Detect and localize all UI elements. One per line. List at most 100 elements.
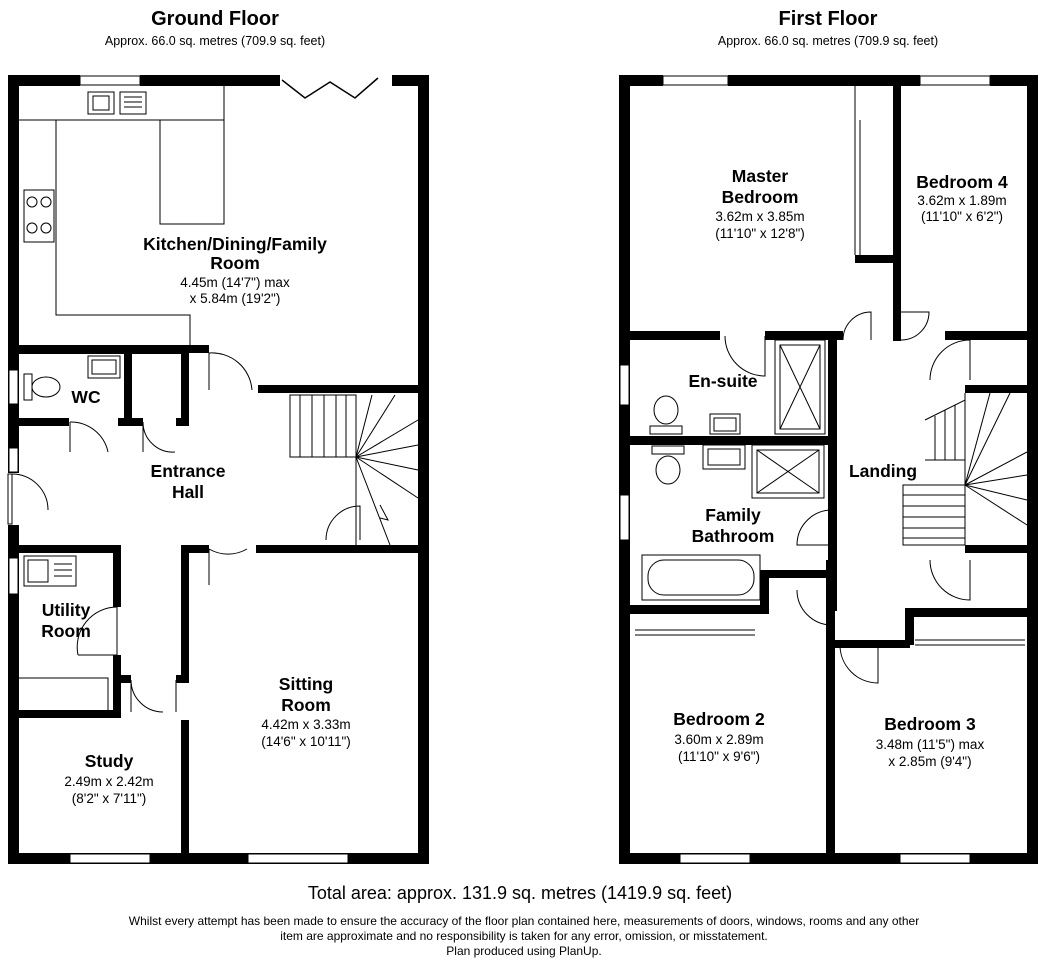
ff-area: Approx. 66.0 sq. metres (709.9 sq. feet) <box>718 34 938 48</box>
ff-bed3-door-swing <box>839 644 879 684</box>
gf-wall-top-c <box>392 75 429 86</box>
ff-ensuite-basin-icon <box>709 413 741 435</box>
gf-utility-door-swing <box>78 607 118 656</box>
ff-wall-bottom <box>619 853 1038 864</box>
room-name-wc: WC <box>71 387 101 407</box>
room-dim-study-2: (8'2" x 7'11") <box>72 791 147 806</box>
room-name-study: Study <box>85 751 134 771</box>
room-name-ensuite: En-suite <box>688 371 757 391</box>
room-dim-bed4-1: 3.62m x 1.89m <box>917 193 1006 208</box>
gf-wall-utility-right <box>113 545 121 607</box>
gf-hob-icon <box>23 189 55 243</box>
gf-kitchen-sink-icon <box>87 91 115 115</box>
ff-cupboard-door-swing <box>929 339 971 381</box>
gf-utility-worktop <box>19 677 109 710</box>
gf-wall-utility-study <box>19 710 121 718</box>
room-name-sitting-1: Sitting <box>279 674 333 694</box>
gf-wall-hall-sitting <box>185 545 209 553</box>
gf-bifold-door <box>281 77 379 99</box>
room-name-bed2: Bedroom 2 <box>673 709 765 729</box>
ff-wall-bed2-bed3 <box>826 630 835 855</box>
disclaimer-line-2: item are approximate and no responsibili… <box>280 929 768 943</box>
disclaimer-line-1: Whilst every attempt has been made to en… <box>129 914 919 928</box>
room-dim-bed2-1: 3.60m x 2.89m <box>674 732 763 747</box>
room-name-bed4: Bedroom 4 <box>916 172 1008 192</box>
room-dim-bed3-2: x 2.85m (9'4") <box>888 754 971 769</box>
ff-bed2-door-swing <box>796 589 833 626</box>
gf-window-utility <box>8 557 19 595</box>
room-dim-master-2: (11'10" x 12'8") <box>715 226 805 241</box>
ff-wall-ensuite-landing <box>828 331 837 611</box>
ff-wall-top-b <box>728 75 920 86</box>
ff-window-bed4 <box>919 75 991 86</box>
room-name-bathroom-1: Family <box>705 505 761 525</box>
gf-wall-top-b <box>140 75 280 86</box>
room-dim-bed4-2: (11'10" x 6'2") <box>921 209 1003 224</box>
gf-kitchen-worktop-left <box>19 119 191 345</box>
room-name-utility-1: Utility <box>42 600 91 620</box>
room-name-master-1: Master <box>732 166 789 186</box>
gf-window-wc <box>8 369 19 405</box>
gf-kitchen-door-swing <box>208 352 253 391</box>
gf-wall-study-sitting <box>181 545 189 675</box>
gf-wall-kitchen-wc <box>19 345 189 354</box>
ff-wall-master-ensuite <box>630 331 720 340</box>
ff-ensuite-toilet-icon <box>653 395 679 425</box>
ff-bed4-door-swing <box>900 311 930 341</box>
gf-utility-sink-icon <box>23 555 77 587</box>
ff-master-door-swing <box>842 311 872 341</box>
ff-wall-master-bed4 <box>893 86 901 331</box>
gf-area: Approx. 66.0 sq. metres (709.9 sq. feet) <box>105 34 325 48</box>
gf-wall-wc-bottom <box>19 418 69 426</box>
gf-kitchen-island <box>159 120 225 225</box>
room-name-hall-1: Entrance <box>151 461 226 481</box>
total-area: Total area: approx. 131.9 sq. metres (14… <box>308 883 732 903</box>
room-name-bathroom-2: Bathroom <box>692 526 775 546</box>
room-dim-kitchen-1: 4.45m (14'7") max <box>180 275 290 290</box>
ff-window-bathroom <box>619 494 630 541</box>
gf-window-sitting <box>247 853 349 864</box>
gf-wc-toilet-icon <box>23 373 33 401</box>
ff-wall-right <box>1027 75 1038 864</box>
ff-window-bed3 <box>899 853 971 864</box>
gf-wall-wc-hall-right <box>181 345 189 420</box>
room-name-utility-2: Room <box>41 621 91 641</box>
gf-cupboard-door-swing <box>142 421 176 453</box>
gf-wall-right <box>418 75 429 864</box>
gf-wall-kitchen-hall <box>258 385 418 393</box>
ff-title: First Floor <box>779 8 878 30</box>
room-dim-sitting-1: 4.42m x 3.33m <box>261 717 350 732</box>
room-dim-sitting-2: (14'6" x 10'11") <box>261 734 351 749</box>
ff-bathroom-basin-icon <box>702 444 746 470</box>
ff-bathroom-toilet-icon <box>655 455 681 485</box>
room-name-kitchen-1: Kitchen/Dining/Family <box>143 234 327 254</box>
room-name-hall-2: Hall <box>172 482 204 502</box>
ff-wall-bed4-bottom <box>945 331 1027 340</box>
ff-bathroom-shower-icon <box>751 444 825 499</box>
ff-airing-cupboard-door-swing <box>929 559 971 601</box>
gf-wall-top-a <box>8 75 80 86</box>
ff-wall-ensuite-bathroom <box>630 436 837 445</box>
room-name-master-2: Bedroom <box>722 187 799 207</box>
gf-study-door-swing <box>130 679 164 713</box>
room-dim-study-1: 2.49m x 2.42m <box>64 774 153 789</box>
room-name-bed3: Bedroom 3 <box>884 714 976 734</box>
gf-window-hall <box>8 447 19 473</box>
ff-wall-top-a <box>619 75 663 86</box>
room-name-kitchen-2: Room <box>210 253 260 273</box>
ff-bathroom-door-swing <box>796 509 833 546</box>
ground-floor-plan <box>6 75 429 864</box>
ff-stairs-lower <box>902 484 966 546</box>
gf-front-door-leaf <box>7 473 13 525</box>
gf-wc-door-swing <box>69 421 109 453</box>
gf-wall-wc-cupboard <box>124 354 132 424</box>
gf-wc-basin-icon <box>87 355 121 379</box>
room-dim-master-1: 3.62m x 3.85m <box>715 209 804 224</box>
gf-front-door-swing <box>11 473 49 511</box>
gf-stairs-arrow-icon <box>379 504 389 521</box>
gf-wall-bottom <box>8 853 429 864</box>
ff-window-master <box>662 75 729 86</box>
gf-title: Ground Floor <box>151 8 279 30</box>
ff-bathroom-bath-icon <box>641 554 761 601</box>
